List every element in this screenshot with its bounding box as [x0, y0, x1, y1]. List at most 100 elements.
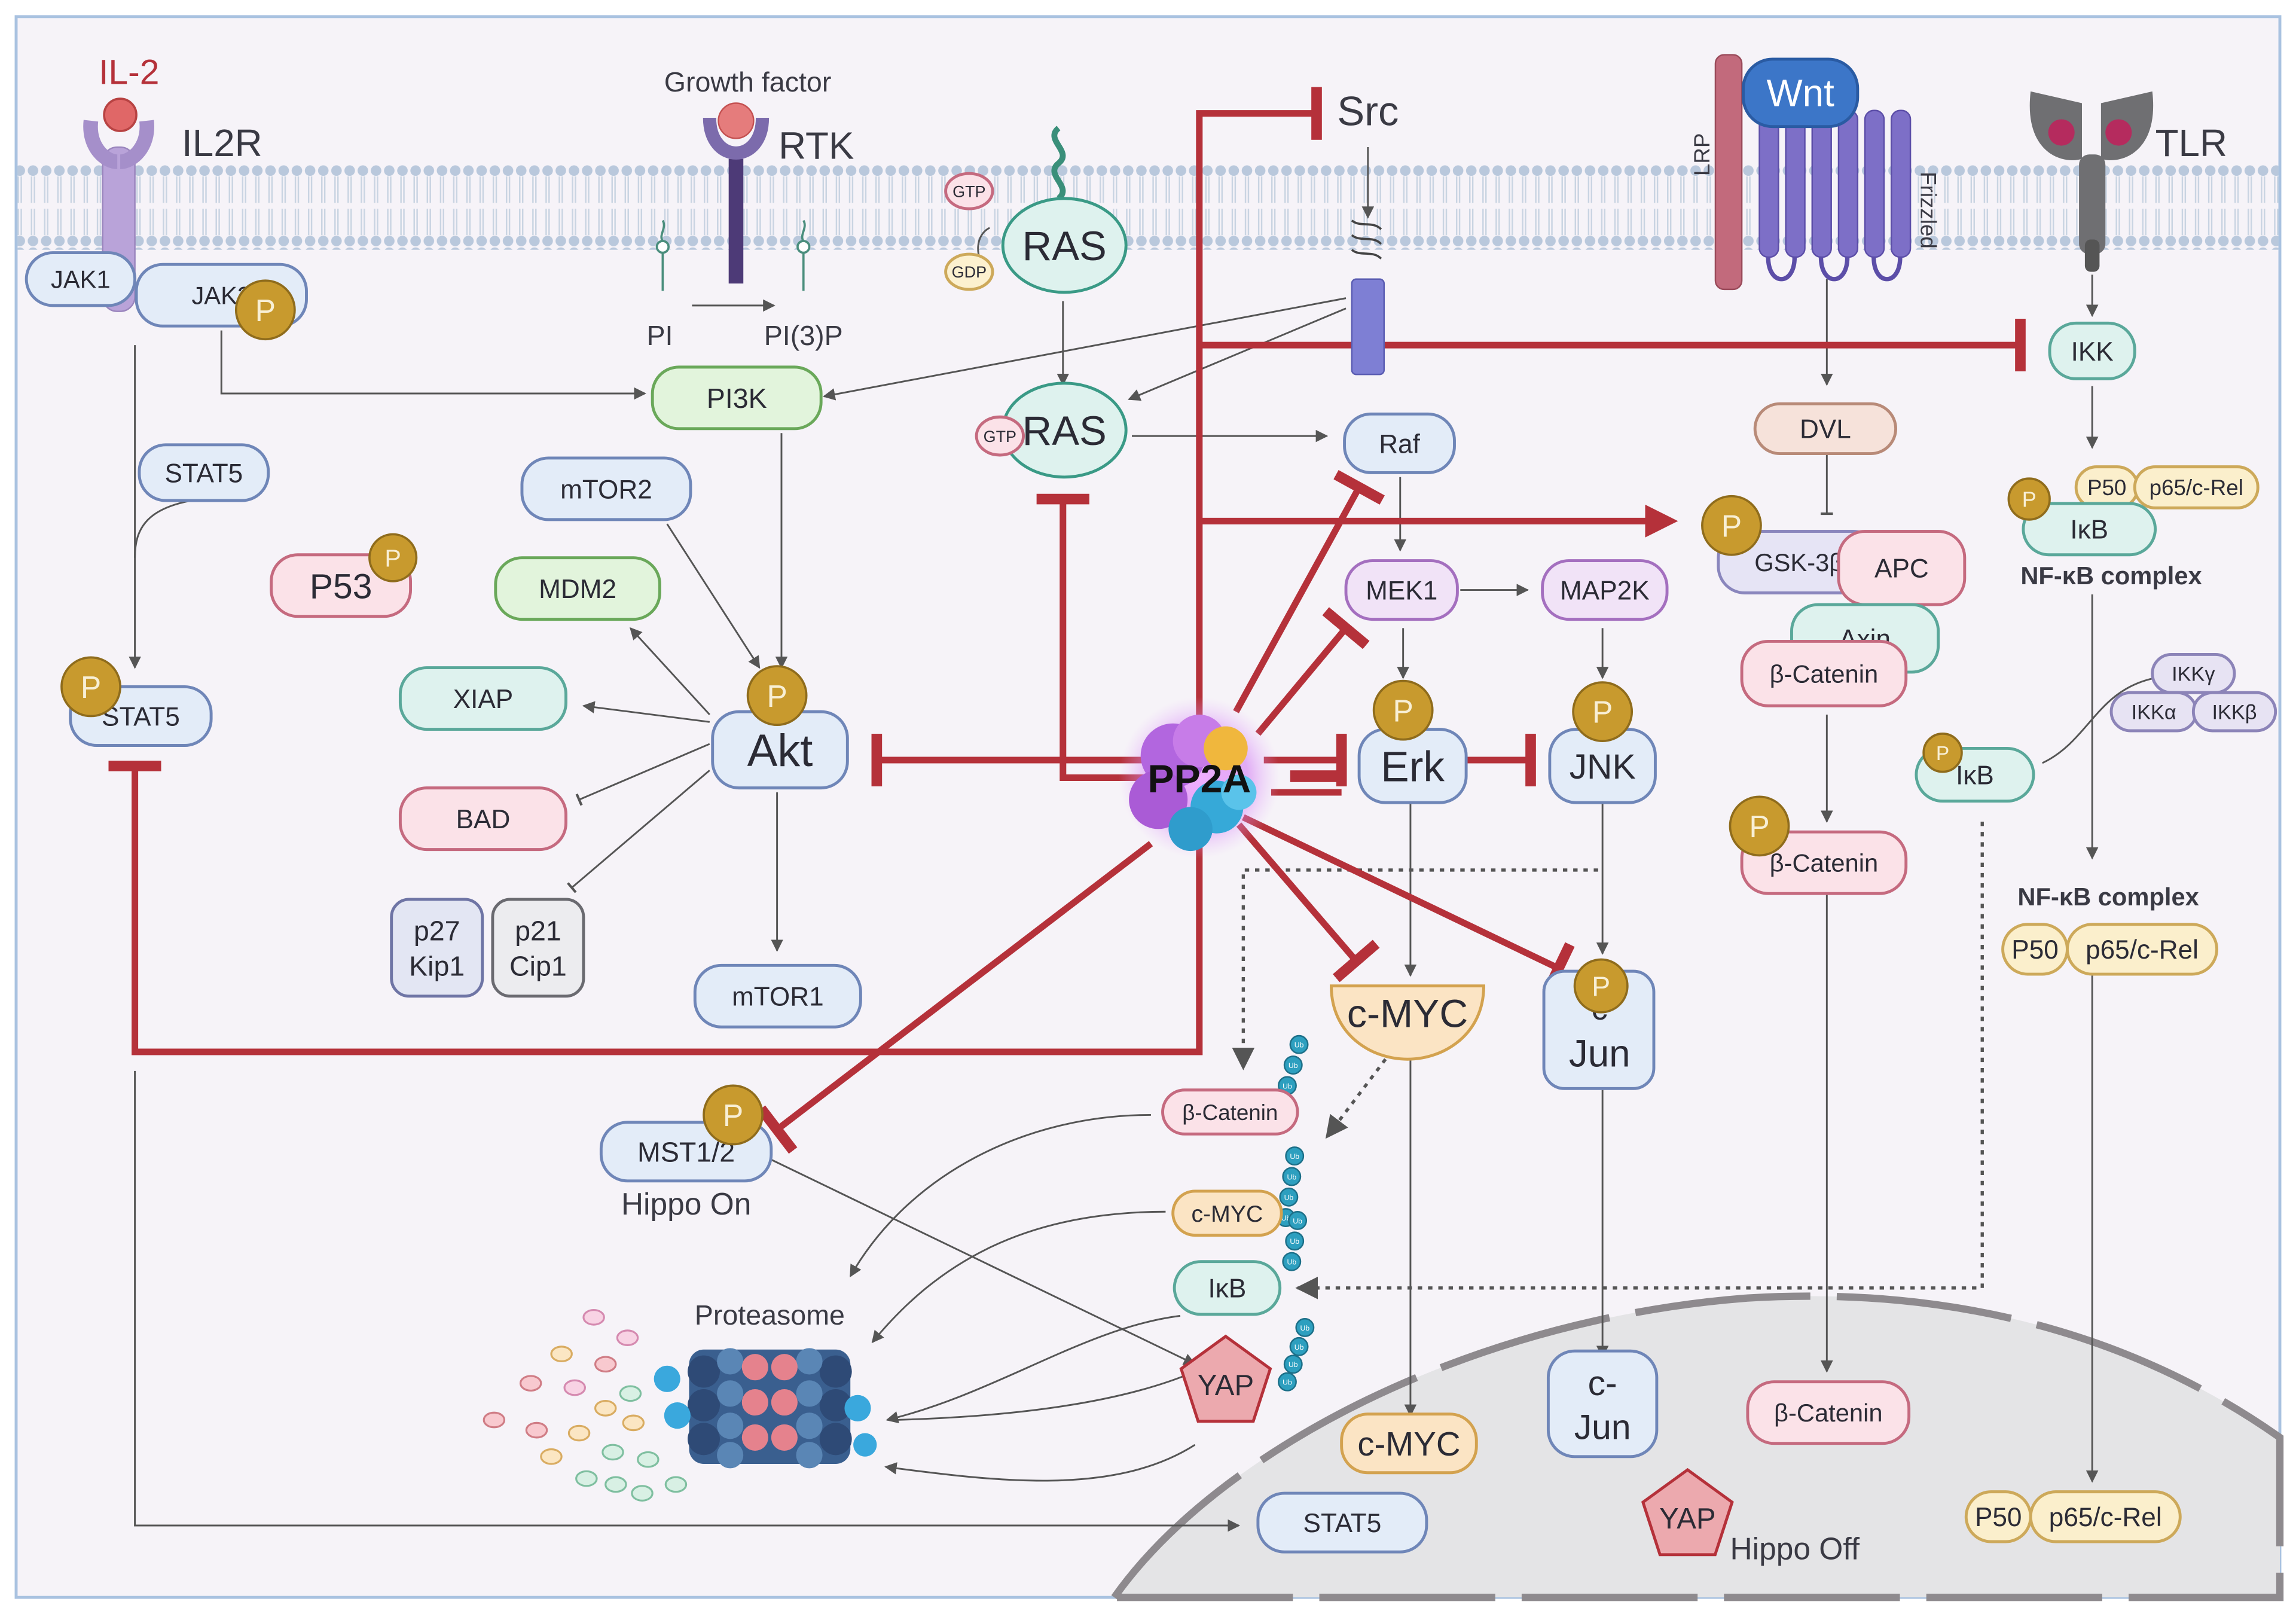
ikb-ub-label: IκB: [1208, 1274, 1247, 1304]
nfkb1-p65-box: p65/c-Rel: [2133, 465, 2260, 509]
rtk-label: RTK: [778, 124, 854, 167]
ras-membrane-anchor: [1051, 126, 1066, 201]
ikka-box: IKKα: [2109, 691, 2198, 733]
dvl-box: DVL: [1753, 402, 1898, 455]
nfkb3-p50-box: P50: [1964, 1490, 2032, 1543]
akt-box: Akt: [711, 710, 849, 790]
yap-nucleus: YAP: [1641, 1467, 1734, 1557]
gtp-active-label: GTP: [984, 428, 1016, 446]
growth-factor-label: Growth factor: [664, 66, 832, 97]
wnt-ligand: Wnt: [1742, 57, 1860, 129]
p21-cip1-box-label-line2: Cip1: [509, 950, 567, 981]
ikkb-label: IKKβ: [2212, 701, 2257, 724]
ikkb-box: IKKβ: [2191, 691, 2277, 733]
bad-box: BAD: [398, 786, 567, 852]
erk-label: Erk: [1381, 743, 1445, 791]
special-shapes: RASRASGTPGDPGTPWntp27Kip1p21Cip1c-MYCcJu…: [390, 57, 1860, 1557]
mek1-box: MEK1: [1344, 559, 1459, 621]
akt-label: Akt: [747, 725, 813, 776]
ikkg-box: IKKγ: [2151, 653, 2236, 694]
gsk3b-label: GSK-3β: [1754, 548, 1843, 576]
hippo-off-label: Hippo Off: [1730, 1531, 1860, 1566]
ikb-complex-phospho-label: P: [2022, 487, 2037, 512]
map2k-label: MAP2K: [1560, 576, 1650, 605]
pi3p-label: PI(3)P: [764, 320, 843, 351]
erk-box: Erk: [1357, 728, 1468, 804]
il2-label: IL-2: [99, 53, 159, 92]
gsk3b-phospho: P: [1701, 495, 1762, 556]
bcatenin-phospho-label: P: [1749, 809, 1769, 844]
ubiquitin-label-8: Ub: [1293, 1217, 1302, 1225]
mtor2-box: mTOR2: [520, 456, 692, 521]
bcatenin-phospho: P: [1729, 795, 1790, 857]
ubiquitin-10: Ub: [1282, 1252, 1302, 1271]
cjun-phospho-label: P: [1592, 971, 1610, 1002]
frizzled-receptor: [1758, 109, 1912, 282]
stat5-phospho: P: [60, 656, 121, 718]
ikka-label: IKKα: [2132, 701, 2176, 724]
mek1-label: MEK1: [1366, 576, 1437, 605]
jnk-phospho-label: P: [1592, 695, 1613, 730]
activation-arrows: [129, 147, 2155, 1532]
mtor1-label: mTOR1: [732, 983, 824, 1012]
stat5-box: STAT5: [138, 443, 270, 502]
ubiquitin-label-11: Ub: [1300, 1324, 1310, 1332]
ubiquitin-0: Ub: [1289, 1035, 1309, 1054]
nfkb-complex-label-2: NF-κB complex: [2017, 883, 2199, 911]
ras-active: RAS: [1001, 382, 1128, 479]
pp2a-complex: [1118, 697, 1280, 859]
nfkb1-p65-label: p65/c-Rel: [2150, 475, 2243, 500]
mdm2-box: MDM2: [494, 556, 661, 621]
jak1-label: JAK1: [51, 266, 111, 294]
bcatenin-ub-box: β-Catenin: [1161, 1088, 1299, 1136]
pi-lipids: [655, 219, 811, 291]
ubiquitin-14: Ub: [1278, 1372, 1297, 1392]
bcatenin-ub-label: β-Catenin: [1182, 1100, 1278, 1125]
pi-label: PI: [646, 320, 673, 351]
growth-factor-ligand: [718, 102, 755, 139]
cmyc-ub-label: c-MYC: [1191, 1201, 1263, 1227]
proteasome-label: Proteasome: [695, 1299, 845, 1331]
raf-box: Raf: [1343, 412, 1456, 474]
bcatenin-nuc-box: β-Catenin: [1746, 1380, 1911, 1445]
cjun-nuc-label: c-: [1588, 1364, 1617, 1403]
ubiquitin-chains: UbUbUbUbUbUbUbUbUbUbUbUbUbUbUb: [1272, 1035, 1315, 1392]
ikk-box: IKK: [2048, 321, 2136, 380]
lrp-receptor: [1714, 54, 1743, 291]
ikk-label: IKK: [2071, 337, 2114, 367]
cmyc-label: c-MYC: [1347, 991, 1468, 1036]
pp2a-inhibition-lines: [108, 87, 2026, 1154]
pi3k-label: PI3K: [707, 383, 767, 414]
gdp-membrane: GDP: [944, 252, 994, 291]
p53-label: P53: [310, 567, 373, 606]
xiap-box: XIAP: [398, 666, 567, 731]
cjun-phospho: P: [1573, 958, 1629, 1014]
ubiquitin-8: Ub: [1288, 1211, 1308, 1230]
ikb-ub-box: IκB: [1173, 1260, 1282, 1316]
nfkb2-p50-box: P50: [2001, 923, 2069, 976]
cmyc-box: c-MYC: [1330, 984, 1485, 1061]
dvl-label: DVL: [1800, 415, 1851, 444]
ubiquitin-label-1: Ub: [1289, 1061, 1298, 1070]
pi3k-box: PI3K: [651, 365, 823, 431]
stat5-phospho-label: P: [81, 670, 101, 704]
ubiquitin-11: Ub: [1295, 1318, 1315, 1337]
mtor1-box: mTOR1: [693, 963, 862, 1029]
dotted-arrows: [1232, 822, 1984, 1299]
ubiquitin-label-0: Ub: [1294, 1041, 1304, 1049]
proteasome: [654, 1348, 877, 1469]
bad-label: BAD: [456, 805, 511, 834]
nfkb3-p65-label: p65/c-Rel: [2049, 1503, 2162, 1532]
p53-phospho: P: [368, 533, 418, 582]
frizzled-label: Frizzled: [1916, 172, 1940, 249]
stat5-label: STAT5: [164, 459, 243, 488]
ikb-free-phospho: P: [1922, 733, 1963, 773]
mdm2-label: MDM2: [539, 575, 616, 604]
nfkb2-p65-box: p65/c-Rel: [2066, 923, 2219, 976]
stat5-nuc-label: STAT5: [1303, 1509, 1382, 1538]
src-receptor: [1351, 219, 1385, 376]
p27-kip1-box-label-line2: Kip1: [409, 950, 465, 981]
